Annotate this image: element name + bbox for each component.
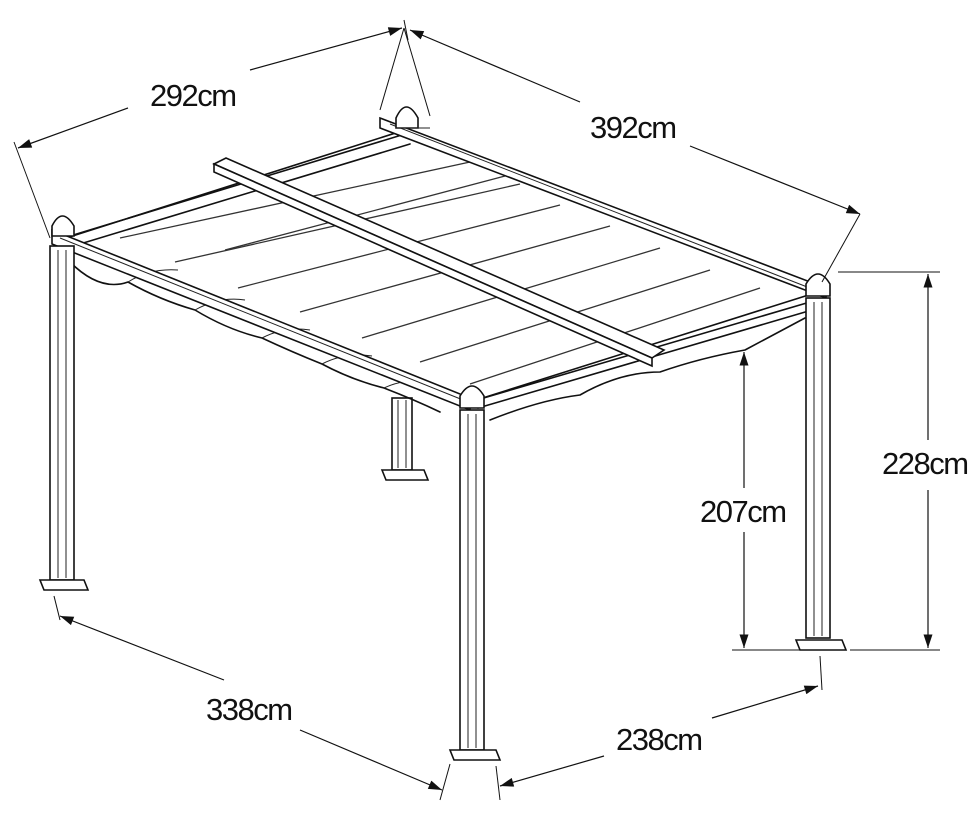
dimension-label-top-length: 392cm — [590, 110, 676, 145]
post-back-top-cap — [395, 106, 430, 129]
dimension-top-length: 392cm — [379, 27, 861, 283]
dimension-label-clear-height: 207cm — [700, 494, 786, 529]
middle-cross-beam — [212, 157, 666, 368]
back-post — [380, 397, 430, 481]
post-back-right — [794, 273, 848, 651]
dimension-clear-height: 207cm — [700, 352, 800, 651]
dimension-top-width: 292cm — [13, 19, 409, 239]
dimension-total-height: 228cm — [838, 271, 969, 651]
post-front-left — [38, 215, 90, 591]
post-front-middle — [448, 385, 502, 761]
dimension-label-top-width: 292cm — [150, 78, 236, 113]
dimension-base-length: 338cm — [53, 595, 451, 801]
dimension-label-base-width: 238cm — [616, 722, 702, 757]
dimension-label-total-height: 228cm — [882, 446, 968, 481]
dimension-label-base-length: 338cm — [206, 692, 292, 727]
dimension-base-width: 238cm — [495, 655, 823, 801]
